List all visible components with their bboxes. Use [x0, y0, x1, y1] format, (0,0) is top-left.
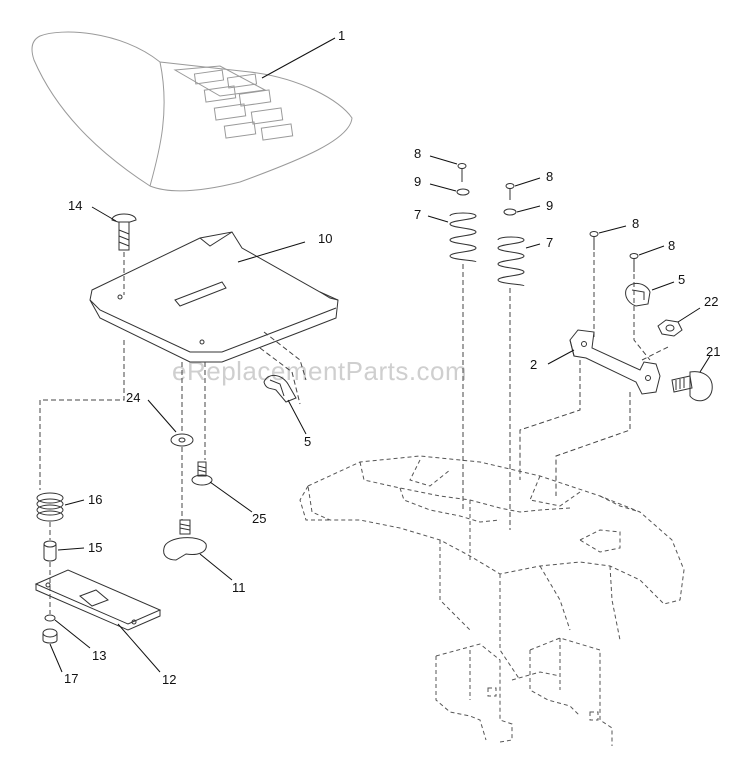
bolt-8a-part [457, 163, 467, 182]
label-part-10: 10 [318, 231, 332, 246]
slide-plate-part [34, 569, 162, 631]
bolt-8c-part [589, 231, 599, 250]
label-part-25: 25 [252, 511, 266, 526]
label-part-14: 14 [68, 198, 82, 213]
label-part-9a: 9 [414, 174, 421, 189]
label-part-17: 17 [64, 671, 78, 686]
label-part-22: 22 [704, 294, 718, 309]
label-part-21: 21 [706, 344, 720, 359]
label-part-1: 1 [338, 28, 345, 43]
label-part-2: 2 [530, 357, 537, 372]
label-part-5-left: 5 [304, 434, 311, 449]
hex-nut-part [657, 319, 683, 337]
label-part-13: 13 [92, 648, 106, 663]
washer-9a-part [456, 188, 470, 196]
spacer-part [43, 540, 57, 562]
knob-part [163, 519, 207, 561]
seat-spring-part [36, 492, 64, 522]
clip-part-right [625, 283, 651, 307]
washer-part [170, 433, 194, 447]
label-part-5-right: 5 [678, 272, 685, 287]
spring-7a-part [449, 212, 477, 263]
label-part-8c: 8 [632, 216, 639, 231]
shoulder-bolt-21-part [671, 371, 713, 402]
washer-9b-part [503, 208, 517, 216]
seat-pan-part [89, 231, 339, 363]
washer-13-part [44, 614, 56, 622]
label-part-15: 15 [88, 540, 102, 555]
bolt-8b-part [505, 183, 515, 200]
label-part-9b: 9 [546, 198, 553, 213]
label-part-7b: 7 [546, 235, 553, 250]
tractor-frame [299, 455, 685, 746]
label-part-7a: 7 [414, 207, 421, 222]
label-part-8d: 8 [668, 238, 675, 253]
label-part-16: 16 [88, 492, 102, 507]
bracket-part [569, 329, 661, 395]
bolt-8d-part [629, 253, 639, 272]
label-part-24: 24 [126, 390, 140, 405]
label-part-11: 11 [232, 580, 246, 595]
shoulder-bolt-part [191, 461, 213, 486]
spring-7b-part [497, 236, 525, 287]
bolt-part [111, 213, 137, 251]
seat-part [31, 31, 353, 192]
clip-part-left [263, 375, 297, 403]
label-part-12: 12 [162, 672, 176, 687]
nut-part [42, 628, 58, 644]
label-part-8a: 8 [414, 146, 421, 161]
watermark-text: eReplacementParts.com [172, 356, 467, 386]
label-part-8b: 8 [546, 169, 553, 184]
